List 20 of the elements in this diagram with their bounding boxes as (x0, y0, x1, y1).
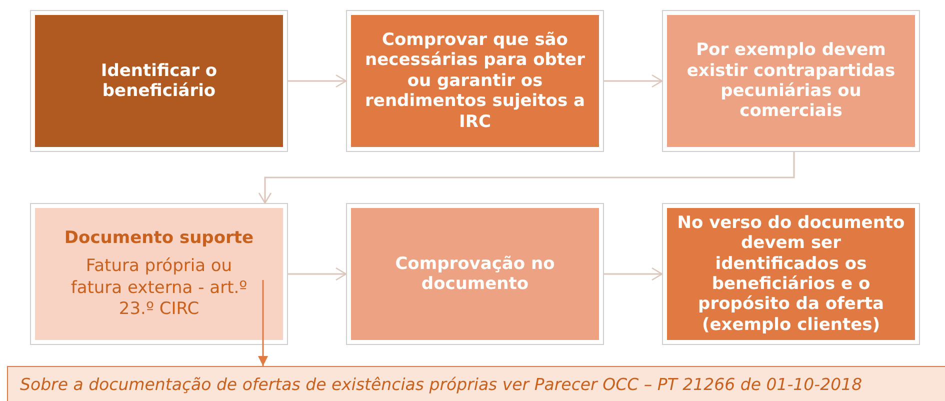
box-text: Comprovação no documento (394, 254, 556, 294)
box-heading: Documento suporte (64, 228, 254, 248)
process-box (35, 15, 283, 147)
note-box (7, 366, 945, 401)
process-box (351, 15, 599, 147)
arrow (258, 152, 795, 204)
box-text: Fatura própria ou fatura externa - art.º 23.º CIRC (70, 256, 248, 320)
process-box (351, 208, 599, 340)
arrow (604, 267, 663, 281)
process-box (667, 15, 915, 147)
box-text: Identificar o beneficiário (100, 60, 218, 102)
document-box (35, 208, 283, 340)
arrow (288, 74, 347, 88)
box-text: Comprovar que são necessárias para obter ou garantir os rendimentos sujeitos a IRC (364, 30, 586, 132)
box-text: No verso do documento devem ser identificados os beneficiários e o propósito da oferta (exemplo clientes) (677, 212, 905, 336)
box-text: Por exemplo devem existir contrapartidas pecuniárias ou comerciais (686, 40, 896, 122)
arrow (258, 280, 268, 366)
note-text: Sobre a documentação de ofertas de existências próprias ver Parecer OCC – PT 21266 de 01-10-2018 (20, 374, 862, 394)
arrow (288, 267, 347, 281)
arrow (604, 74, 663, 88)
